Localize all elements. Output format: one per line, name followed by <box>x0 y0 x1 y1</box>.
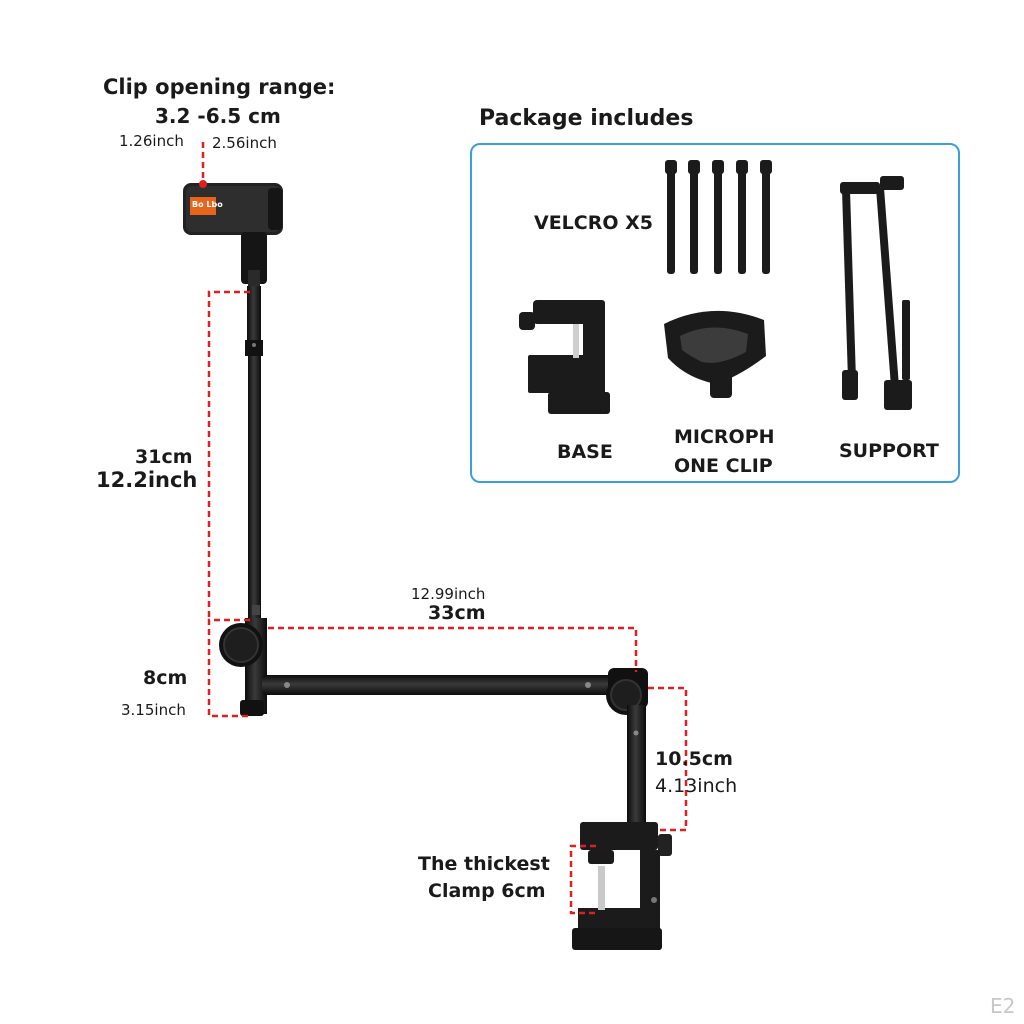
package-box <box>470 143 960 483</box>
velcro-icon <box>665 160 772 274</box>
upper-pole <box>245 286 263 618</box>
arm-length-cm: 33cm <box>428 602 486 624</box>
mic-clip-main <box>183 183 283 290</box>
dimension-lines <box>201 142 688 915</box>
mic-clip-icon <box>664 310 766 398</box>
joint-length-inch: 3.15inch <box>121 701 186 719</box>
joint-knob-left <box>219 618 267 716</box>
arm-length-inch: 12.99inch <box>411 585 486 603</box>
mic-clip-label-1: MICROPH <box>674 426 775 448</box>
clip-marker-dot <box>199 180 207 188</box>
upper-length-cm: 31cm <box>135 446 193 468</box>
support-arm-icon <box>840 176 912 410</box>
clip-brand-text: Bo Lbo <box>192 200 223 209</box>
horizontal-arm <box>262 675 632 695</box>
joint-length-cm: 8cm <box>143 667 188 689</box>
brand-label <box>190 197 216 215</box>
desk-clamp <box>572 822 672 950</box>
lower-length-inch: 4.13inch <box>655 775 738 797</box>
velcro-label: VELCRO X5 <box>534 212 654 234</box>
base-label: BASE <box>557 441 613 463</box>
base-clamp-icon <box>519 300 610 414</box>
upper-length-inch: 12.2inch <box>96 468 198 492</box>
clip-range-title: Clip opening range: <box>103 75 336 99</box>
support-label: SUPPORT <box>839 440 939 462</box>
watermark: E2 <box>990 994 1016 1018</box>
clip-min-inch: 1.26inch <box>119 132 184 150</box>
lower-length-cm: 10.5cm <box>655 748 733 770</box>
clip-range-cm: 3.2 -6.5 cm <box>155 104 281 128</box>
clamp-thickness-label-1: The thickest <box>418 853 550 875</box>
lower-pole <box>627 705 646 825</box>
clamp-thickness-label-2: Clamp 6cm <box>428 880 546 902</box>
mic-clip-label-2: ONE CLIP <box>674 455 773 477</box>
clip-max-inch: 2.56inch <box>212 134 277 152</box>
package-title: Package includes <box>479 106 694 131</box>
